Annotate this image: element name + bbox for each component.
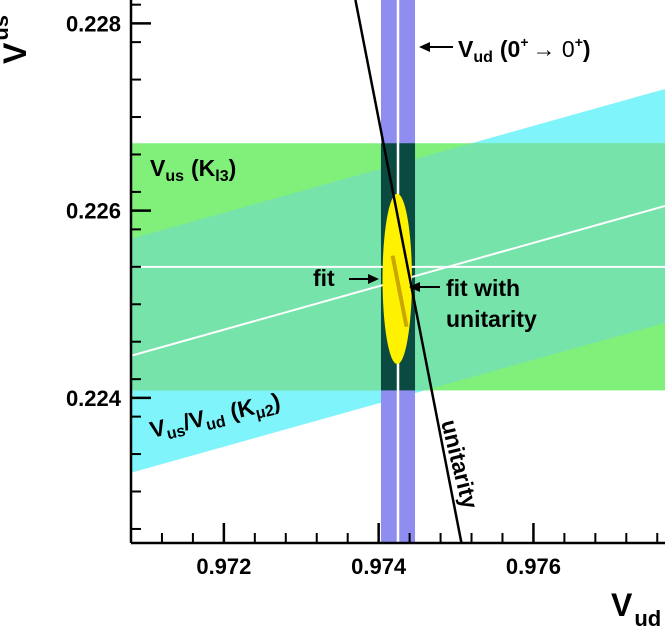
fit-unitarity-label-1: fit with — [446, 275, 520, 301]
vud-label-sup1: + — [520, 34, 528, 50]
kmu2-band-label: Vus/Vud(Kμ2) — [147, 388, 283, 447]
unitarity-line — [354, 0, 463, 544]
vud-label-arrowhead — [419, 42, 430, 52]
vud-band-label: Vud(0+→ 0+) — [419, 34, 591, 66]
x-tick-label: 0.972 — [196, 554, 251, 579]
fitu-label-arrowhead — [409, 282, 420, 292]
unitarity-label: unitarity — [436, 417, 483, 512]
x-axis-title-main: V — [611, 587, 633, 623]
y-axis-ticks: 0.228 0.226 0.224 — [66, 3, 151, 530]
kl3-label-sub2: l3 — [215, 168, 228, 185]
x-axis-ticks: 0.972 0.974 0.976 — [160, 523, 659, 579]
fit-unitarity-label-2: unitarity — [446, 306, 537, 332]
kl3-label-close: ) — [229, 155, 237, 181]
kl3-label-sub: us — [165, 168, 184, 185]
kmu2-label-sub3: μ2 — [254, 402, 276, 423]
svg-text:Vud(0+→ 0+): Vud(0+→ 0+) — [458, 34, 591, 66]
kl3-band-label: Vus (Kl3) — [150, 155, 236, 185]
kmu2-label-main: V — [147, 414, 168, 443]
vud-label-main: V — [458, 36, 474, 62]
vud-label-close: ) — [583, 36, 591, 62]
vud-label-sup2: + — [575, 34, 583, 50]
kmu2-label-sub: us — [165, 423, 187, 444]
y-tick-label: 0.224 — [66, 386, 122, 411]
y-axis-title-sub: us — [0, 15, 13, 41]
y-tick-label: 0.226 — [66, 199, 121, 224]
fit-unitarity-segment — [390, 255, 409, 328]
kl3-label-main: V — [150, 155, 166, 181]
x-tick-label: 0.976 — [506, 554, 561, 579]
kmu2-label-sub2: ud — [205, 413, 228, 434]
fit-label-arrowhead — [368, 274, 379, 284]
x-axis-title: Vud — [611, 587, 661, 630]
fit-label: fit — [313, 265, 335, 291]
x-axis-title-sub: ud — [634, 606, 661, 630]
vud-label-arrow-text: → 0 — [533, 36, 575, 62]
vud-label-sub: ud — [473, 49, 493, 66]
kl3-label-rest: (K — [191, 155, 216, 181]
y-tick-label: 0.228 — [66, 11, 121, 36]
y-axis-title: Vus — [0, 15, 33, 64]
vud-label-rest: (0 — [500, 36, 520, 62]
x-tick-label: 0.974 — [351, 554, 407, 579]
y-axis-title-main: V — [0, 42, 33, 64]
